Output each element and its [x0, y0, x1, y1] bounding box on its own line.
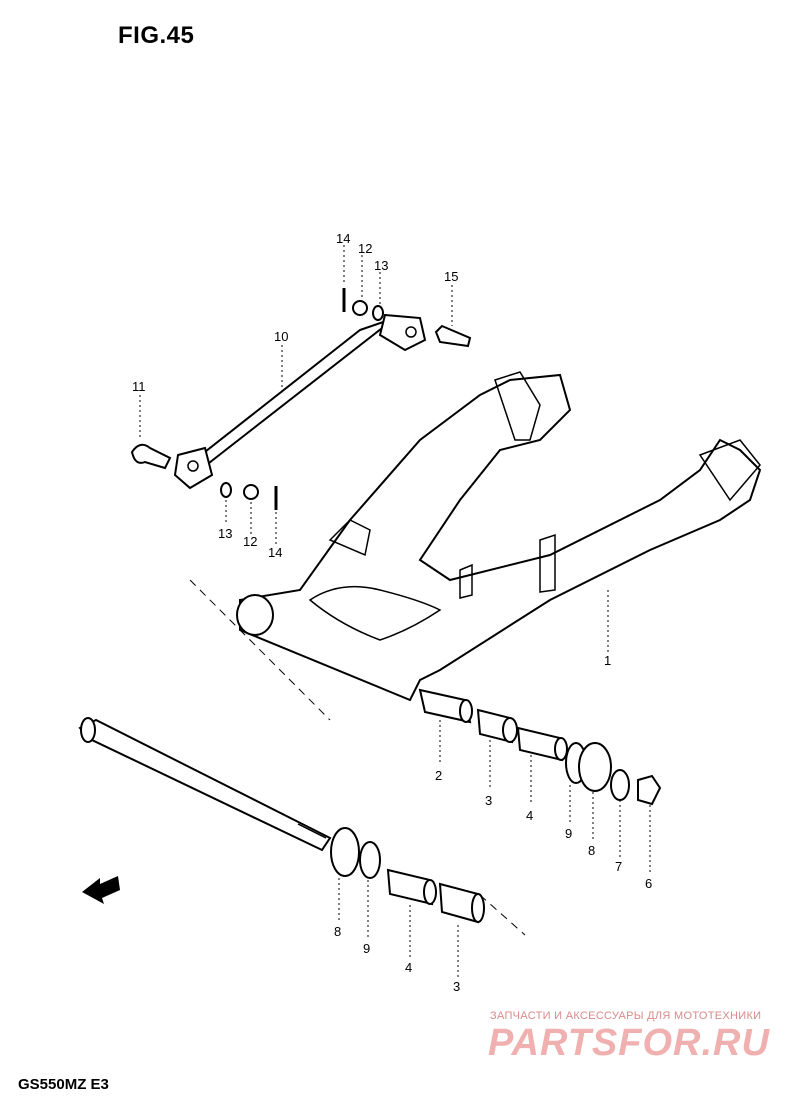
callout-6: 6 [645, 876, 652, 891]
centerline-upper [189, 579, 331, 721]
callout-3: 3 [485, 793, 492, 808]
callout-8: 8 [588, 843, 595, 858]
centerline-lower [479, 894, 526, 936]
callout-12-lower: 12 [243, 534, 257, 549]
watermark-logo[interactable]: PARTSFOR.RU [488, 1022, 770, 1064]
callout-2: 2 [435, 768, 442, 783]
bolt-15 [434, 324, 472, 348]
model-label: GS550MZ E3 [18, 1076, 109, 1093]
front-arrow-icon [82, 876, 120, 904]
figure-title: FIG.45 [118, 22, 195, 49]
callout-14-lower: 14 [268, 545, 282, 560]
callout-10: 10 [274, 329, 288, 344]
bolt-11 [130, 443, 172, 470]
pivot-shaft [78, 717, 332, 852]
callout-4-lower: 4 [405, 960, 412, 975]
callout-7: 7 [615, 859, 622, 874]
callout-1: 1 [604, 653, 611, 668]
callout-3-lower: 3 [453, 979, 460, 994]
watermark-tagline: ЗАПЧАСТИ И АКСЕССУАРЫ ДЛЯ МОТОТЕХНИКИ [490, 1010, 762, 1022]
callout-8-lower: 8 [334, 924, 341, 939]
hardware-lower [220, 482, 278, 510]
callout-13: 13 [374, 258, 388, 273]
callout-4: 4 [526, 808, 533, 823]
callout-14: 14 [336, 231, 350, 246]
callout-11: 11 [132, 379, 146, 394]
hardware-upper [342, 288, 384, 321]
callout-9: 9 [565, 826, 572, 841]
callout-labels: 14 12 13 15 10 11 13 12 14 1 2 3 4 9 8 7… [132, 231, 652, 994]
left-bearing-stack [330, 827, 485, 924]
swingarm [236, 371, 762, 702]
leader-lines [139, 245, 651, 978]
callout-12: 12 [358, 241, 372, 256]
right-bearing-stack [476, 708, 662, 806]
pivot-sleeve [418, 688, 473, 724]
callout-9-lower: 9 [363, 941, 370, 956]
callout-13-lower: 13 [218, 526, 232, 541]
torque-rod [173, 313, 427, 490]
callout-15: 15 [444, 269, 458, 284]
